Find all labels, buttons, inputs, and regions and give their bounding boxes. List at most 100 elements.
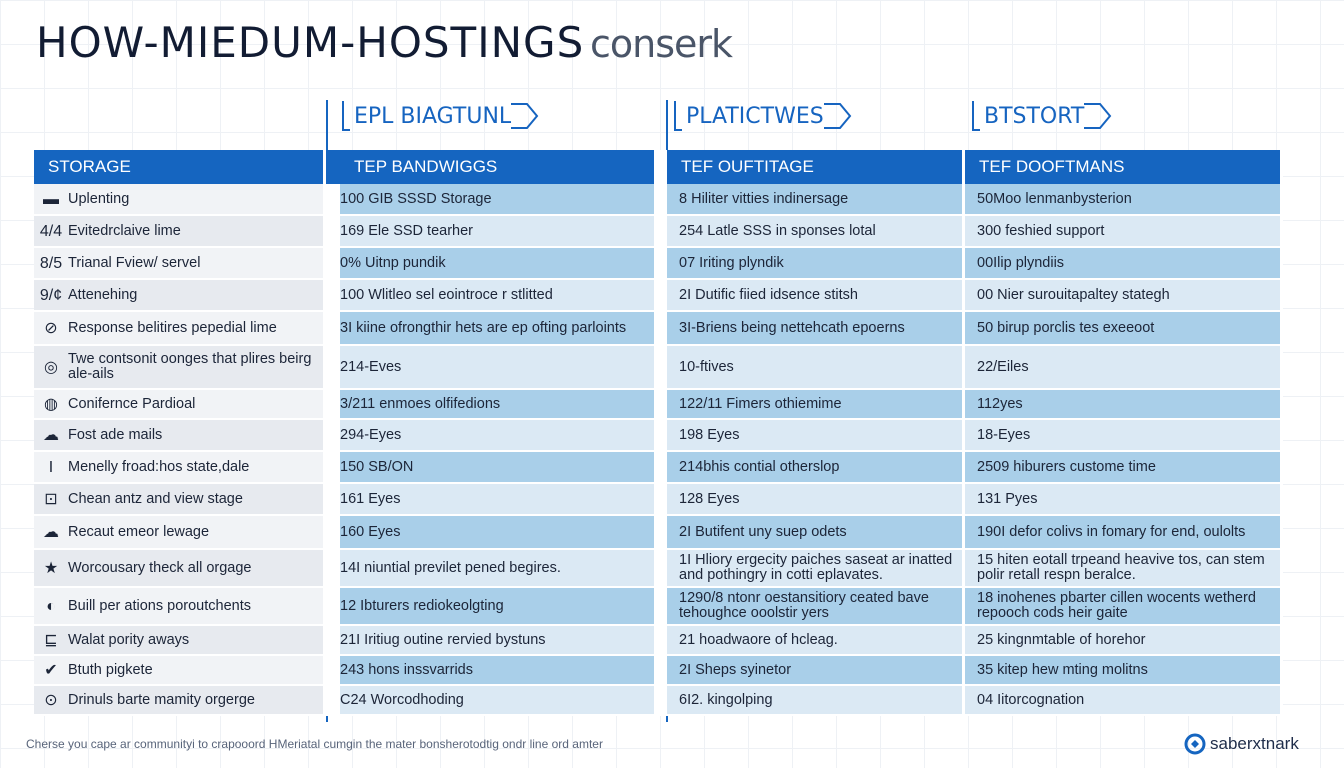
plan-1-cell: 150 SB/ON: [326, 452, 657, 482]
page-title: HOW-MIEDUM-HOSTINGS: [36, 18, 585, 67]
document-icon: ⊡: [44, 490, 58, 508]
table-row: 9/¢ Attenehing 100 Wlitleo sel eointroce r…: [34, 280, 1286, 312]
cell-value: 18 inohenes pbarter cillen wocents wethe…: [977, 590, 1256, 621]
row-label: Attenehing: [68, 286, 138, 303]
cell-value: 2I Dutific fiied idsence stitsh: [679, 286, 858, 303]
ratio-icon: 4/4: [39, 222, 63, 240]
table-header: STORAGE TEP BANDWIGGS TEF OUFTITAGE TEF …: [34, 150, 1286, 184]
plan-3-cell: 131 Pyes: [965, 484, 1283, 514]
cloud-icon: ☁: [43, 426, 59, 444]
plan-2-cell: 1290/8 ntonr oestansitiory ceated bave t…: [657, 588, 965, 624]
plan-2-cell: 2I Dutific fiied idsence stitsh: [657, 280, 965, 310]
no-icon: ⊘: [44, 319, 58, 337]
plan-3-cell: 22/Eiles: [965, 346, 1283, 388]
plan-3-cell: 300 feshied support: [965, 216, 1283, 246]
table-row: ☁ Recaut emeor lewage 160 Eyes 2I Butifent …: [34, 516, 1286, 550]
cell-value: 22/Eiles: [977, 358, 1029, 375]
plan-2-cell: 2I Sheps syinetor: [657, 656, 965, 684]
cloud-icon: ☁: [43, 523, 59, 541]
cell-value: 2509 hiburers custome time: [977, 458, 1156, 475]
key-icon: ⊑: [44, 631, 58, 649]
logo-text: saberxtnark: [1210, 734, 1299, 753]
cell-value: 150 SB/ON: [340, 458, 414, 475]
cell-value: 14I niuntial previlet pened begires.: [340, 559, 561, 576]
plan-2-cell: 128 Eyes: [657, 484, 965, 514]
cell-value: 100 Wlitleo sel eointroce r stlitted: [340, 286, 553, 303]
cell-value: 243 hons inssvarrids: [340, 661, 473, 678]
check-icon: ✔: [44, 661, 58, 679]
table-row: ◐Buill per ations poroutchents 12 Ibturer…: [34, 588, 1286, 626]
plan-3-cell: 18 inohenes pbarter cillen wocents wethe…: [965, 588, 1283, 624]
cell-value: 35 kitep hew mting molitns: [977, 661, 1148, 678]
cell-value: 1I Hliory ergecity paiches saseat ar ina…: [679, 552, 953, 583]
row-label-cell: ◍Conifernce Pardioal: [34, 390, 326, 418]
cell-value: 15 hiten eotall trpeand heavive tos, can…: [977, 552, 1265, 583]
header-cell: TEF DOOFTMANS: [965, 150, 1283, 184]
cell-value: 254 Latle SSS in sponses lotal: [679, 222, 876, 239]
plan-tag-3: BTSTORT: [972, 100, 1112, 132]
plan-tag-1: EPL BIAGTUNL: [342, 100, 539, 132]
row-label: Drinuls barte mamity orgerge: [68, 691, 255, 708]
chart-icon: ◐: [46, 597, 56, 615]
row-label: Twe contsonit oonges that plires beirg a…: [68, 351, 312, 382]
plan-1-cell: 3I kiine ofrongthir hets are ep ofting p…: [326, 312, 657, 344]
plan-1-cell: 12 Ibturers rediokeolgting: [326, 588, 657, 624]
cell-value: 2I Butifent uny suep odets: [679, 523, 847, 540]
arrow-right-icon: [823, 103, 852, 129]
plan-3-cell: 04 Iitorcognation: [965, 686, 1283, 714]
brand-name: conserk: [590, 22, 733, 66]
row-label: Recaut emeor lewage: [68, 523, 210, 540]
header-cell: TEF OUFTITAGE: [657, 150, 965, 184]
table-row: ✔ Btuth pigkete 243 hons inssvarrids 2I She…: [34, 656, 1286, 686]
footer-note: Cherse you cape ar communityi to crapooo…: [26, 737, 603, 751]
cell-value: 2I Sheps syinetor: [679, 661, 792, 678]
plan-1-cell: C24 Worcodhoding: [326, 686, 657, 714]
target-icon: ◎: [44, 358, 58, 376]
cell-value: 160 Eyes: [340, 523, 401, 540]
cell-value: 00Ilip plyndiis: [977, 254, 1065, 271]
cell-value: 161 Eyes: [340, 490, 401, 507]
cell-value: 21 hoadwaore of hcleag.: [679, 631, 838, 648]
plan-2-cell: 8 Hiliter vitties indinersage: [657, 184, 965, 214]
logo-icon: [1184, 733, 1206, 755]
cell-value: 198 Eyes: [679, 426, 740, 443]
row-label-cell: ⊑Walat pority aways: [34, 626, 326, 654]
plan-2-cell: 122/11 Fimers othiemime: [657, 390, 965, 418]
cell-value: 3I-Briens being nettehcath epoerns: [679, 319, 905, 336]
plan-2-cell: 6I2. kingolping: [657, 686, 965, 714]
star-icon: ★: [43, 559, 59, 577]
plan-tag-label: BTSTORT: [984, 103, 1085, 129]
cell-value: 6I2. kingolping: [679, 691, 773, 708]
plan-tag-label: PLATICTWES: [686, 103, 824, 129]
cell-value: 12 Ibturers rediokeolgting: [340, 597, 504, 614]
cell-value: 1290/8 ntonr oestansitiory ceated bave t…: [679, 590, 929, 621]
cell-value: 21I Iritiug outine rervied bystuns: [340, 631, 546, 648]
row-label-cell: ⊙Drinuls barte mamity orgerge: [34, 686, 326, 714]
plan-2-cell: 10-ftives: [657, 346, 965, 388]
plan-3-cell: 25 kingnmtable of horehor: [965, 626, 1283, 654]
ratio-icon: 9/¢: [39, 286, 63, 304]
ratio-icon: 8/5: [39, 254, 63, 272]
cell-value: 190I defor colivs in fomary for end, oul…: [977, 523, 1246, 540]
plan-3-cell: 00Ilip plyndiis: [965, 248, 1283, 278]
cell-value: 112yes: [977, 395, 1023, 412]
plan-2-cell: 3I-Briens being nettehcath epoerns: [657, 312, 965, 344]
row-label-cell: ☁Fost ade mails: [34, 420, 326, 450]
row-label-cell: ◐Buill per ations poroutchents: [34, 588, 326, 624]
storage-icon: ▬: [43, 190, 59, 208]
plan-2-cell: 1I Hliory ergecity paiches saseat ar ina…: [657, 550, 965, 586]
plan-3-cell: 50Moo lenmanbysterion: [965, 184, 1283, 214]
plan-tag-label: EPL BIAGTUNL: [354, 103, 512, 129]
cell-value: 100 GIB SSSD Storage: [340, 190, 492, 207]
row-label: Btuth pigkete: [68, 661, 153, 678]
